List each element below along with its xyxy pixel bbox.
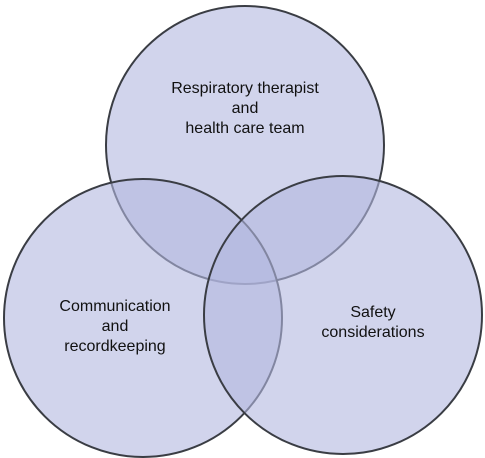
circle-safety — [203, 175, 483, 455]
label-line: considerations — [321, 324, 425, 341]
label-line: and — [231, 100, 259, 117]
label-line: Safety — [350, 304, 396, 321]
label-line: health care team — [185, 120, 305, 137]
label-safety-considerations: Safety considerations — [288, 303, 458, 343]
label-line: Respiratory therapist — [171, 80, 319, 97]
label-line: recordkeeping — [64, 338, 166, 355]
label-communication-and-recordkeeping: Communication and recordkeeping — [25, 297, 205, 357]
label-line: Communication — [59, 298, 171, 315]
label-line: and — [101, 318, 129, 335]
label-respiratory-therapist-and-team: Respiratory therapist and health care te… — [140, 79, 350, 139]
